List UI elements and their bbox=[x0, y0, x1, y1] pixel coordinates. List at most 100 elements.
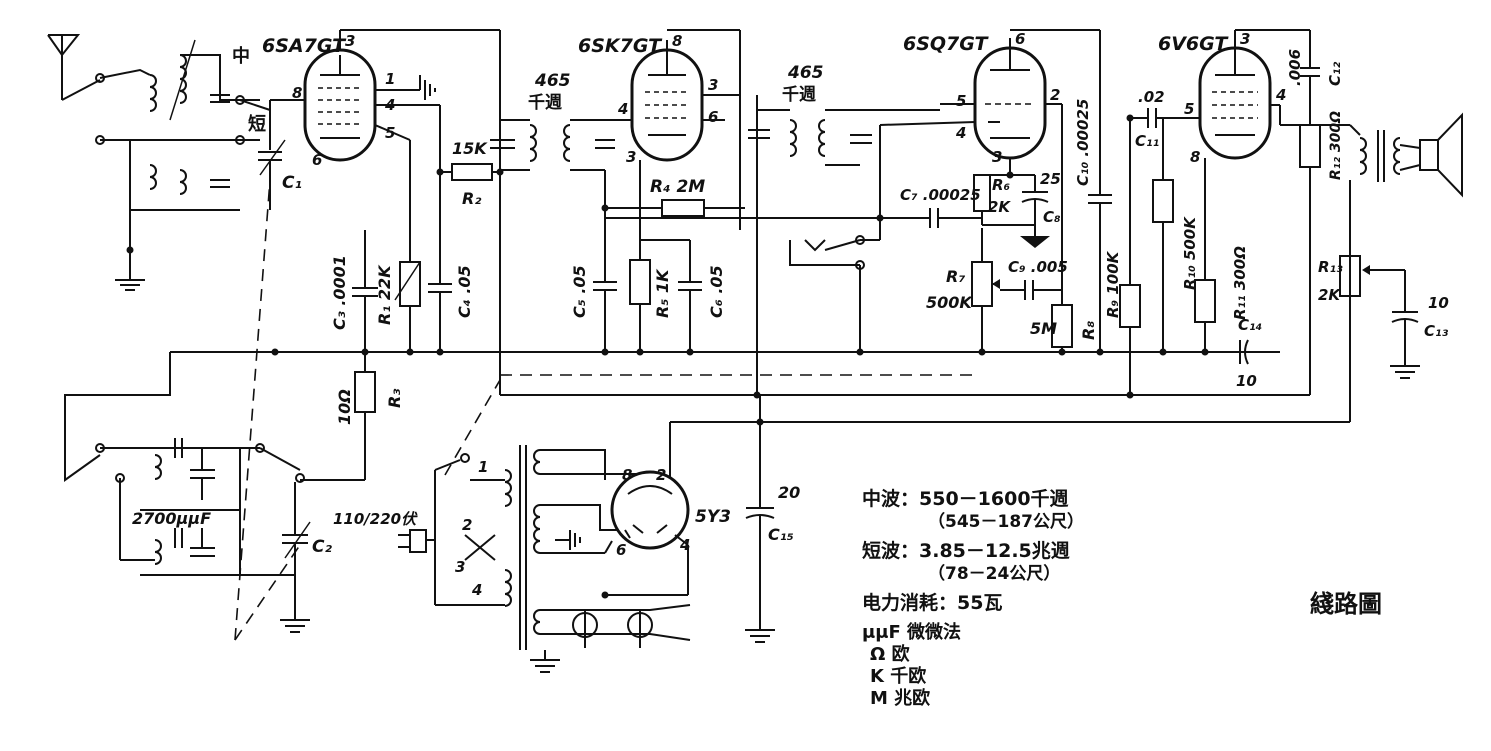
label-c4: C₄ .05 bbox=[455, 265, 474, 318]
label-c9: C₉ .005 bbox=[1008, 258, 1068, 276]
pin-3b-ifamp: 3 bbox=[708, 76, 718, 94]
label-c8: C₈ bbox=[1043, 208, 1061, 226]
label-mains: 110/220伏 bbox=[333, 510, 418, 528]
phono-jack bbox=[789, 218, 881, 352]
resistor-r5 bbox=[629, 160, 690, 352]
rect-pin-8: 8 bbox=[622, 466, 632, 484]
capacitor-c7 bbox=[880, 208, 982, 228]
pin-6-ifamp: 6 bbox=[708, 108, 718, 126]
if2-unit: 千週 bbox=[782, 85, 816, 105]
label-c14-value: 10 bbox=[1236, 372, 1257, 390]
pin-5-converter: 5 bbox=[385, 124, 395, 142]
tube-6v6gt bbox=[1198, 29, 1310, 280]
label-r2-value: 15K bbox=[452, 139, 488, 158]
label-c8-value: 25 bbox=[1040, 170, 1061, 188]
pin-8-converter: 8 bbox=[292, 84, 302, 102]
label-c12-value: .006 bbox=[1286, 49, 1304, 86]
legend-short-wave: 短波：3.85－12.5兆週 bbox=[862, 539, 1070, 562]
label-r13: R₁₃ bbox=[1318, 258, 1343, 276]
ground-symbol-converter bbox=[419, 75, 436, 100]
legend-unit-ohm: Ω 欧 bbox=[870, 643, 910, 665]
resistor-r4 bbox=[605, 125, 881, 219]
pin-3-ifamp: 3 bbox=[626, 148, 636, 166]
pin-4-output: 4 bbox=[1275, 86, 1286, 104]
label-c5: C₅ .05 bbox=[570, 265, 589, 318]
label-r13-value: 2K bbox=[1318, 286, 1341, 304]
output-transformer bbox=[1280, 124, 1401, 182]
tube-label-6sa7gt: 6SA7GT bbox=[262, 35, 347, 57]
if1-freq: 465 bbox=[534, 71, 571, 91]
tube-label-6sk7gt: 6SK7GT bbox=[578, 35, 663, 57]
capacitor-c6 bbox=[678, 240, 702, 352]
label-c13-value: 10 bbox=[1428, 294, 1449, 312]
label-c6: C₆ .05 bbox=[707, 265, 726, 318]
diagram-caption: 綫路圖 bbox=[1310, 590, 1382, 618]
pin-6-detector: 6 bbox=[1015, 30, 1025, 48]
legend-unit-uuf: μμF 微微法 bbox=[862, 621, 961, 643]
pin-4-converter: 4 bbox=[384, 96, 395, 114]
tube-label-5y3: 5Y3 bbox=[695, 507, 731, 527]
pin-3-output: 3 bbox=[1240, 30, 1250, 48]
label-r1: R₁ 22K bbox=[375, 264, 394, 325]
capacitor-c5 bbox=[593, 170, 617, 352]
antenna-icon bbox=[47, 34, 151, 101]
label-r7: R₇ bbox=[946, 267, 965, 286]
pin-5-output: 5 bbox=[1184, 100, 1194, 118]
rect-pin-2: 2 bbox=[656, 466, 666, 484]
tube-label-6sq7gt: 6SQ7GT bbox=[903, 33, 990, 55]
label-r6: R₆ bbox=[992, 176, 1011, 194]
label-r8-value: 5M bbox=[1030, 319, 1057, 338]
pin-5-detector: 5 bbox=[956, 92, 966, 110]
ground-rail bbox=[170, 180, 1351, 423]
if2-freq: 465 bbox=[787, 63, 824, 83]
antenna-coil bbox=[95, 74, 260, 280]
legend-unit-m: M 兆欧 bbox=[870, 687, 930, 709]
label-r11: R₁₁ 300Ω bbox=[1231, 246, 1249, 320]
tube-5y3 bbox=[604, 422, 690, 596]
capacitor-c14 bbox=[1205, 339, 1280, 365]
resistor-r10 bbox=[1152, 118, 1174, 352]
label-r2: R₂ bbox=[462, 189, 481, 208]
mains-plug-icon bbox=[398, 529, 435, 553]
label-c14: C₁₄ bbox=[1238, 316, 1262, 334]
resistor-r12 bbox=[1299, 124, 1321, 180]
spec-legend: 中波：550－1600千週 （545－187公尺） 短波：3.85－12.5兆週… bbox=[862, 487, 1084, 709]
rect-pin-6: 6 bbox=[616, 541, 626, 559]
label-r3-value: 10Ω bbox=[335, 389, 354, 425]
capacitor-c10 bbox=[1088, 30, 1112, 352]
capacitor-c2 bbox=[280, 482, 311, 633]
label-r8: R₈ bbox=[1079, 321, 1098, 340]
label-r6-value: 2K bbox=[988, 198, 1011, 216]
legend-medium-wave: 中波：550－1600千週 bbox=[862, 487, 1069, 510]
capacitor-c1 bbox=[258, 100, 286, 210]
label-r9: R₉ 100K bbox=[1104, 250, 1122, 318]
capacitor-c15 bbox=[745, 395, 775, 643]
pt-pin-2: 2 bbox=[462, 516, 472, 534]
pin-2-detector: 2 bbox=[1050, 86, 1060, 104]
label-osc-cap: 2700μμF bbox=[132, 509, 211, 528]
if-transformer-1 bbox=[490, 30, 615, 395]
tube-6sk7gt bbox=[610, 29, 741, 230]
pin-8-ifamp: 8 bbox=[672, 32, 682, 50]
capacitor-c11 bbox=[1130, 108, 1205, 128]
pin-8-output: 8 bbox=[1190, 148, 1200, 166]
label-c1: C₁ bbox=[282, 173, 302, 193]
label-r10: R₁₀ 500K bbox=[1181, 216, 1199, 290]
capacitor-c12 bbox=[1300, 30, 1320, 125]
label-c2: C₂ bbox=[312, 537, 332, 557]
capacitor-c8 bbox=[1020, 175, 1050, 248]
speaker-icon bbox=[1399, 112, 1463, 198]
junction-dots bbox=[126, 114, 1209, 599]
label-c15: C₁₅ bbox=[768, 525, 794, 544]
resistor-r3 bbox=[300, 352, 376, 481]
label-r12: R₁₂ 300Ω bbox=[1328, 111, 1344, 180]
pin-4-ifamp: 4 bbox=[617, 100, 628, 118]
legend-power: 电力消耗：55瓦 bbox=[862, 591, 1002, 614]
pin-6-converter: 6 bbox=[312, 151, 322, 169]
if-transformer-2 bbox=[748, 95, 940, 395]
capacitor-c3 bbox=[352, 230, 378, 352]
resistor-r2 bbox=[440, 163, 500, 181]
pin-4-detector: 4 bbox=[955, 124, 966, 142]
